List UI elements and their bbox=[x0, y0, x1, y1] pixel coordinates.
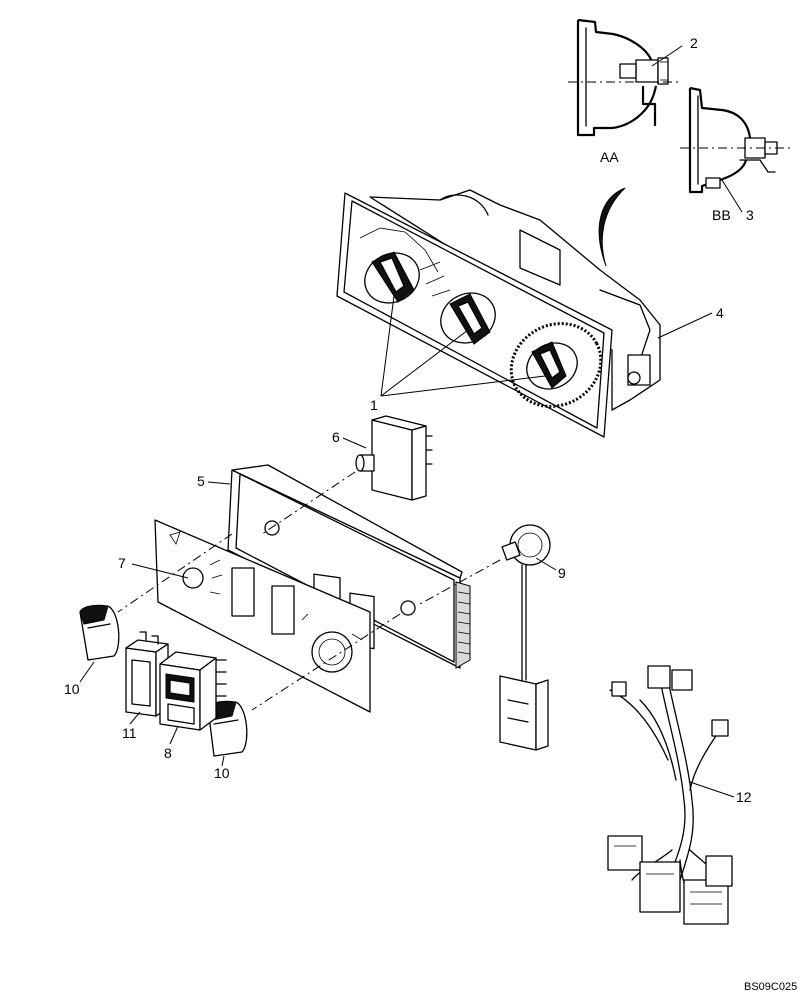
callout-4: 4 bbox=[716, 305, 724, 321]
switch-6 bbox=[355, 415, 433, 501]
curved-arrow bbox=[598, 187, 626, 267]
potentiometer-9 bbox=[499, 524, 551, 751]
callout-5: 5 bbox=[197, 473, 205, 489]
drawing-code: BS09C025 bbox=[744, 981, 797, 993]
knob-10-left bbox=[79, 604, 120, 661]
callout-10-right: 10 bbox=[214, 765, 230, 781]
leader-lines bbox=[79, 45, 743, 798]
callout-10-left: 10 bbox=[64, 681, 80, 697]
callout-7: 7 bbox=[118, 555, 126, 571]
section-aa-detail bbox=[568, 18, 680, 137]
callout-2: 2 bbox=[690, 35, 698, 51]
knob-right bbox=[509, 322, 603, 408]
decal-7 bbox=[154, 519, 371, 713]
callout-6: 6 bbox=[332, 429, 340, 445]
label-bb: BB bbox=[712, 207, 731, 223]
callout-12: 12 bbox=[736, 789, 752, 805]
callout-1: 1 bbox=[370, 397, 378, 413]
callout-9: 9 bbox=[558, 565, 566, 581]
wiring-harness-12 bbox=[607, 665, 733, 925]
label-aa: AA bbox=[600, 149, 619, 165]
control-panel-assembly bbox=[336, 189, 661, 438]
knob-left bbox=[359, 227, 439, 304]
section-bb-detail bbox=[680, 86, 790, 194]
rocker-switch-8 bbox=[159, 651, 227, 731]
callout-3: 3 bbox=[746, 207, 754, 223]
callout-11: 11 bbox=[122, 725, 137, 741]
callout-8: 8 bbox=[164, 745, 172, 761]
knob-center bbox=[440, 292, 496, 345]
